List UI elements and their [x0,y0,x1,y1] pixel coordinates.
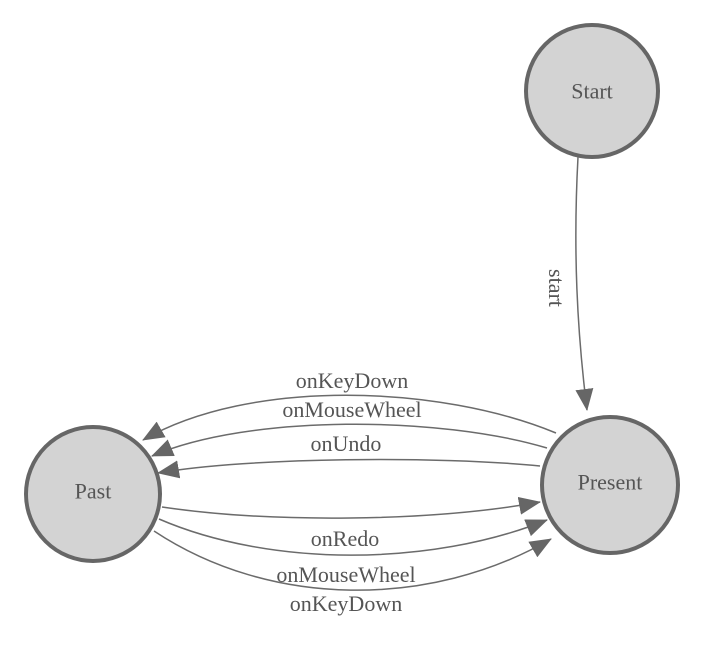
edge-past-to-present-onredo[interactable] [161,496,541,519]
state-node-past[interactable]: Past [24,425,162,563]
edge-present-to-past-onmousewheel[interactable] [151,423,548,457]
state-node-start[interactable]: Start [524,23,660,159]
edge-start-to-present[interactable] [575,156,594,411]
edge-past-to-present-onmousewheel[interactable] [158,518,548,556]
edge-present-to-past-onkeydown[interactable] [142,394,557,441]
edge-label-onundo: onUndo [311,431,382,456]
state-label-start: Start [571,78,613,103]
edge-label-onmousewheel-top: onMouseWheel [282,397,421,422]
edge-label-onredo: onRedo [311,526,379,551]
edge-label-onkeydown-bottom: onKeyDown [290,591,402,616]
state-node-present[interactable]: Present [540,415,680,555]
edge-label-start: start [544,269,569,307]
state-circle-start[interactable] [524,23,660,159]
edge-past-to-present-onkeydown[interactable] [153,530,552,591]
state-circle-present[interactable] [540,415,680,555]
state-label-past: Past [75,478,112,503]
edge-label-onmousewheel-bottom: onMouseWheel [276,562,415,587]
state-circle-past[interactable] [24,425,162,563]
edge-present-to-past-onundo[interactable] [157,458,541,479]
edge-label-onkeydown-top: onKeyDown [296,368,408,393]
state-label-present: Present [578,469,643,494]
